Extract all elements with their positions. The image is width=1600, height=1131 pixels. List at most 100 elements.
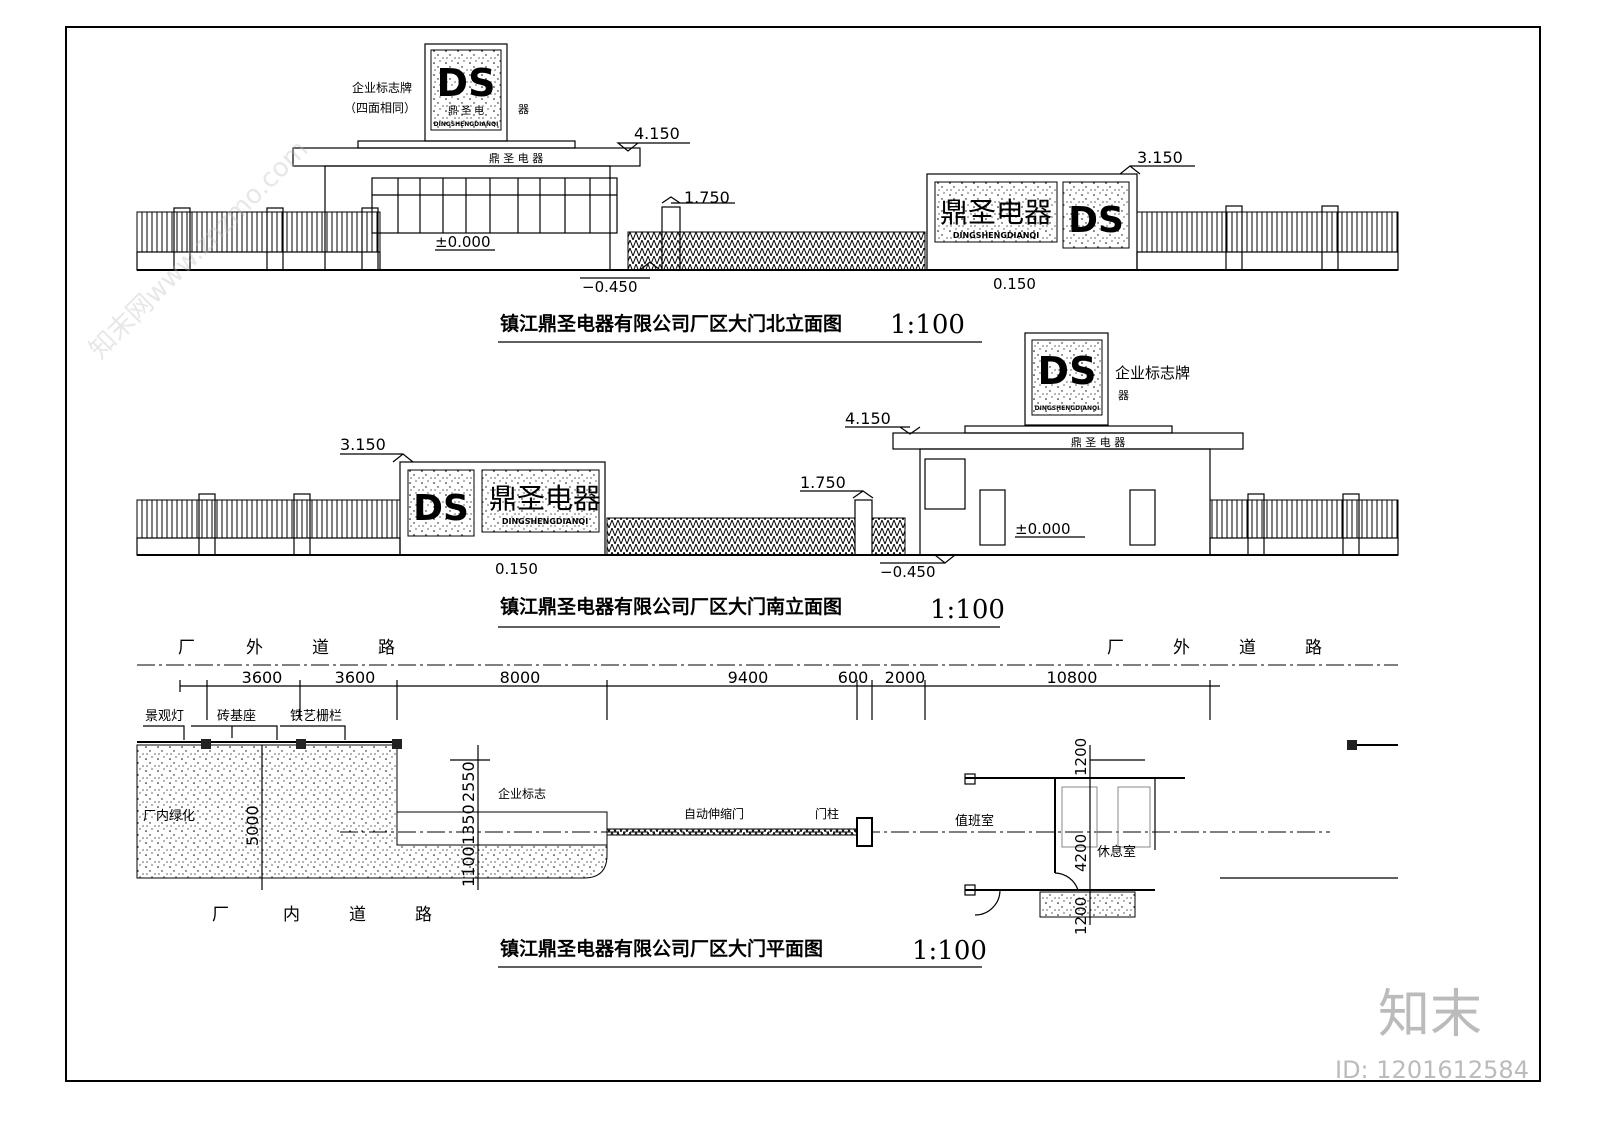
fence-left [136,499,401,539]
dim: 600 [838,668,869,687]
fence-right [1209,499,1399,539]
logo-chars: 鼎 圣 电 [448,104,484,117]
plan-title: 镇江鼎圣电器有限公司厂区大门平面图 [500,937,823,960]
elev-sign-base: 0.150 [993,275,1036,293]
landscape-lamp [392,739,402,749]
inner-road-char: 厂 [212,905,229,925]
dim: 9400 [728,668,769,687]
inner-road-char: 路 [415,905,432,925]
watermark-logo: 知末 [1378,985,1482,1045]
dim: 2000 [885,668,926,687]
brick-pillar [266,207,284,271]
fence-right [1136,211,1399,253]
gate-post-plan [856,817,873,847]
label-base: 砖基座 [217,709,256,724]
gatehouse-body [324,165,611,271]
guard-house [964,745,1185,925]
elev-roof: 4.150 [845,409,891,428]
dim-1350: 1350 [459,804,478,845]
label-duty: 值班室 [955,813,994,829]
landscape-lamp [201,739,211,749]
drawing-frame [65,26,1541,1082]
south-scale: 1:100 [930,595,1005,625]
label-lamp: 景观灯 [145,709,184,724]
logo-side-char: 器 [1118,389,1129,402]
dim: 10800 [1047,668,1098,687]
logo-pinyin: DINGSHENGDIANQI [1035,405,1100,412]
outer-road-char: 厂 [178,638,195,658]
landscape-lamp [296,739,306,749]
outer-road-char: 道 [1239,638,1256,658]
gatehouse-canopy [892,432,1244,450]
inner-road-char: 内 [283,905,300,925]
logo-sign-top [424,43,508,142]
big-sign-logo: DS [413,488,469,529]
brick-pillar [198,493,216,556]
dim: 3600 [335,668,376,687]
label-green: 厂内绿化 [143,808,195,824]
logo-letters: DS [437,61,496,105]
logo-pinyin: DINGSHENGDIANQI [434,121,499,128]
big-sign-logo: DS [1068,200,1124,241]
dim-1100: 1100 [459,846,478,887]
brick-pillar [1247,493,1265,556]
elev-roof: 4.150 [634,124,680,143]
outer-road-char: 路 [378,638,395,658]
elev-sign: 3.150 [340,435,386,454]
gatehouse-canopy [292,147,641,167]
elev-post: 1.750 [684,188,730,207]
dim: 8000 [500,668,541,687]
label-sign: 企业标志 [498,786,546,801]
landscape-lamp [1347,740,1357,750]
south-title: 镇江鼎圣电器有限公司厂区大门南立面图 [500,595,842,618]
label-post: 门柱 [815,806,839,821]
outer-road-char: 道 [312,638,329,658]
outer-road-char: 路 [1305,638,1322,658]
elev-floor: ±0.000 [1015,520,1071,538]
gate-post [854,499,873,556]
sign-label: 企业标志牌 [352,80,412,95]
fence-left [136,211,381,253]
sign-note: （四面相同） [344,101,416,115]
dim-1200-bottom: 1200 [1072,897,1090,935]
logo-sign-top [1024,332,1109,426]
brick-pillar [1342,493,1360,556]
elev-ground: −0.450 [880,563,936,581]
brick-pillar [1225,205,1243,271]
elev-post: 1.750 [800,473,846,492]
sliding-gate [627,231,926,271]
brick-pillar [173,207,191,271]
north-elevation: DS 鼎 圣 电 DINGSHENGDIANQI 器 企业标志牌 （四面相同） … [136,43,1399,343]
outer-road-char: 厂 [1107,638,1124,658]
logo-letters: DS [1038,349,1097,393]
outer-road-char: 外 [246,638,263,658]
big-sign-pinyin: DINGSHENGDIANQI [953,231,1039,240]
label-fence: 铁艺栅栏 [290,709,342,724]
dim-5000: 5000 [243,805,262,846]
label-gate: 自动伸缩门 [684,806,744,821]
label-rest: 休息室 [1097,844,1136,860]
dim-4200: 4200 [1072,834,1090,872]
north-scale: 1:100 [890,310,965,340]
elev-sign: 3.150 [1137,148,1183,167]
inner-road-char: 道 [349,905,366,925]
sign-label: 企业标志牌 [1115,364,1190,382]
dim: 3600 [242,668,283,687]
elev-floor: ±0.000 [435,233,491,251]
dim-1200-top: 1200 [1072,738,1090,776]
sliding-gate [606,517,856,556]
big-sign [399,461,606,556]
brick-pillar [1321,205,1339,271]
elev-sign-base: 0.150 [495,560,538,578]
gatehouse-body [919,448,1211,556]
elev-ground: −0.450 [582,278,638,296]
canopy-text: 鼎 圣 电 器 [489,152,544,165]
dim-2550: 2550 [459,761,478,802]
outer-road-char: 外 [1173,638,1190,658]
canopy-text: 鼎 圣 电 器 [1071,436,1126,449]
watermark-id: ID: 1201612584 [1335,1056,1529,1084]
south-elevation: DS 鼎圣电器 DINGSHENGDIANQI 3.150 0.150 1.75… [136,332,1399,628]
logo-side-char: 器 [518,103,529,116]
telescopic-gate [606,828,858,836]
